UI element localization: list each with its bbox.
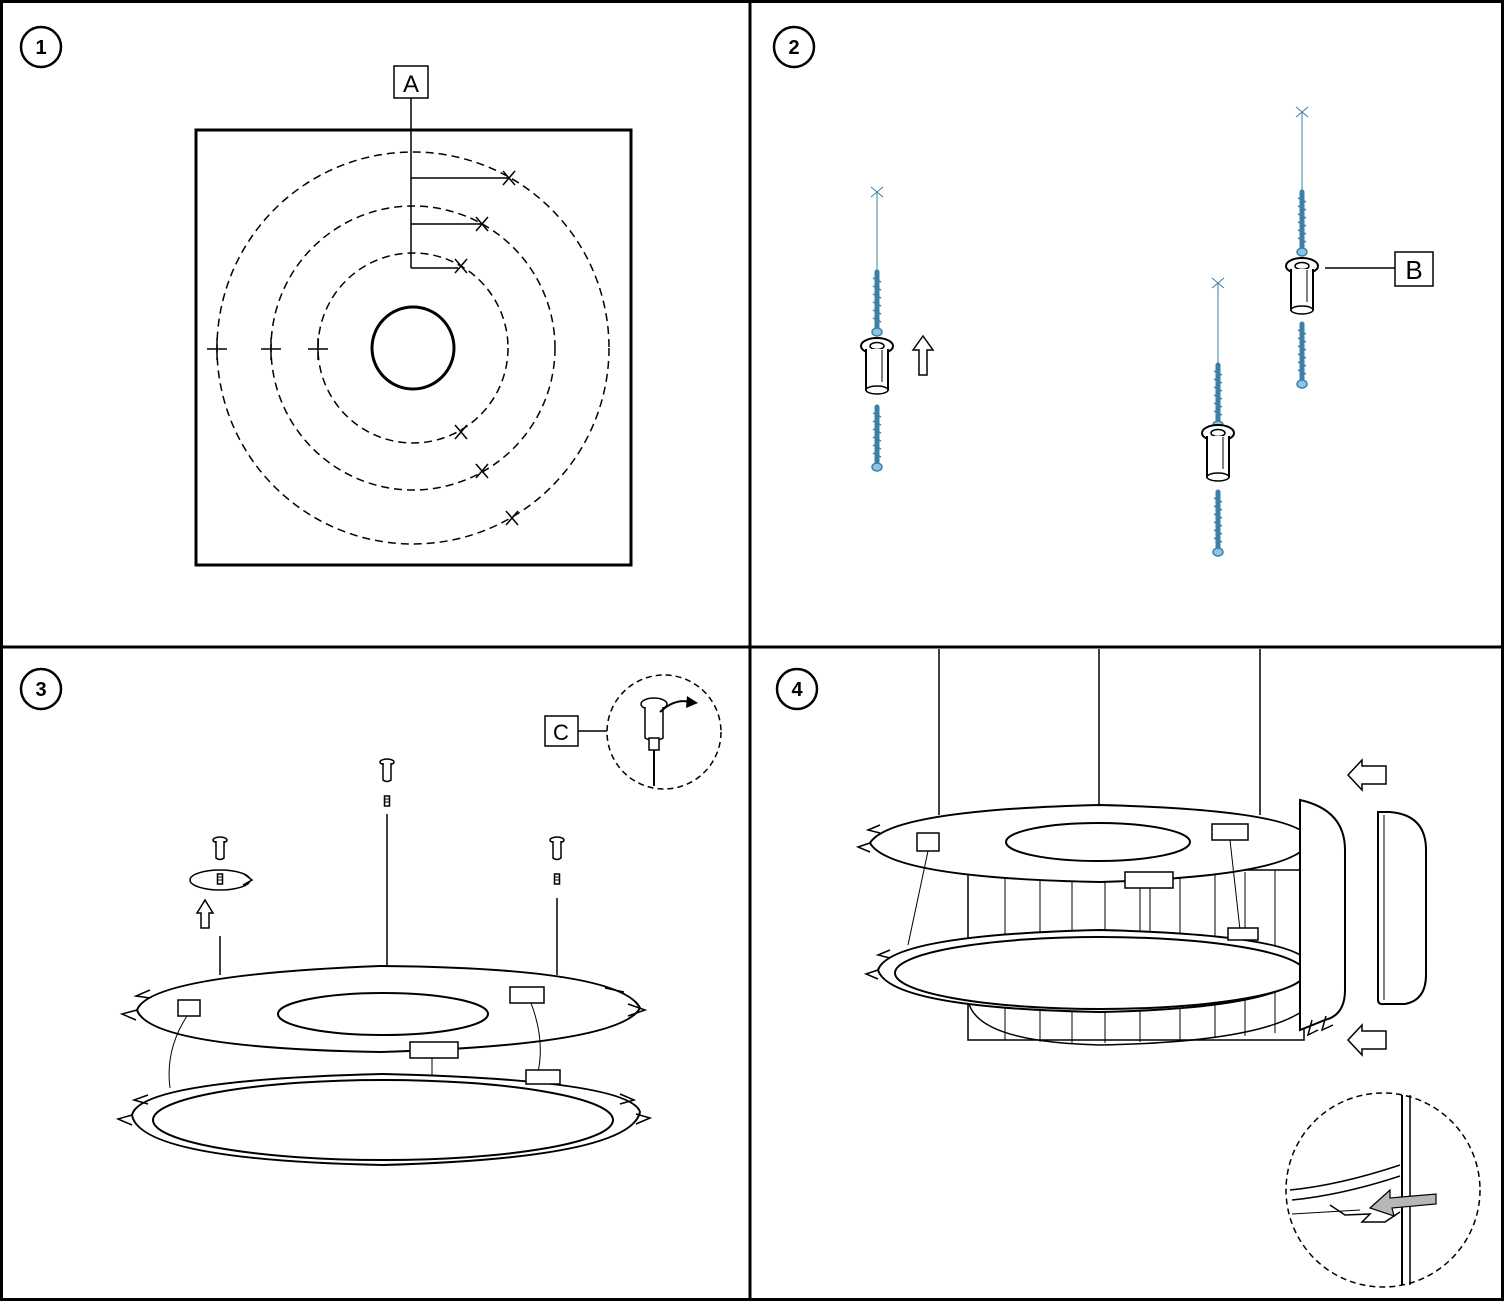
step-3-badge: 3 xyxy=(19,667,63,711)
ceiling-pins xyxy=(189,758,565,929)
up-arrow-icon xyxy=(195,898,215,929)
suspension-wires-3 xyxy=(219,814,558,975)
panel-1: 1 A xyxy=(19,25,633,567)
fixing-set-middle xyxy=(1201,277,1235,556)
lower-diffuser-ring xyxy=(115,1069,653,1167)
center-hole xyxy=(370,305,456,391)
screw-icon xyxy=(1297,192,1307,256)
callout-c: C xyxy=(544,715,612,747)
screw-icon xyxy=(1297,324,1307,388)
step-2-number: 2 xyxy=(788,37,799,59)
wall-plug-icon xyxy=(1285,257,1319,315)
lower-ring-4 xyxy=(863,927,1312,1014)
fixing-pin-icon xyxy=(379,758,395,807)
screw-icon xyxy=(1213,492,1223,556)
fixing-set-left xyxy=(860,186,935,471)
callout-a: A xyxy=(393,65,429,99)
left-arrow-icon xyxy=(1346,758,1387,792)
step-3-number: 3 xyxy=(35,679,46,701)
arrow-right-icon xyxy=(686,696,698,708)
detail-circle-clip xyxy=(1285,1092,1481,1288)
step-4-badge: 4 xyxy=(775,667,819,711)
end-cap-attached xyxy=(1299,798,1346,1037)
screw-icon xyxy=(872,407,882,471)
wall-plug-icon xyxy=(860,337,894,395)
fixing-pin-icon xyxy=(212,836,228,885)
panel-3: 3 C xyxy=(19,667,722,1167)
insert-arrow-icon xyxy=(1368,1188,1437,1217)
upper-plate-4 xyxy=(855,803,1314,946)
end-cap-loose xyxy=(1377,811,1427,1006)
screw-icon xyxy=(872,272,882,336)
wall-plug-icon xyxy=(1201,424,1235,482)
callout-a-label: A xyxy=(403,71,419,98)
callout-b-label: B xyxy=(1405,255,1422,285)
step-1-badge: 1 xyxy=(19,25,63,69)
step-4-number: 4 xyxy=(791,679,803,701)
screw-icon xyxy=(1213,365,1223,429)
suspension-wires-4 xyxy=(938,649,1261,815)
panel-4: 4 xyxy=(775,649,1481,1288)
detail-circle-cable xyxy=(606,674,722,790)
panel-2: 2 B xyxy=(772,25,1434,556)
drill-circles xyxy=(216,151,610,545)
up-arrow-icon xyxy=(911,334,935,376)
drill-marks xyxy=(207,170,519,526)
fixing-set-right xyxy=(1285,106,1319,388)
callout-b: B xyxy=(1325,251,1434,287)
step-1-number: 1 xyxy=(35,37,46,59)
callout-c-label: C xyxy=(553,720,569,745)
ceiling-template-sheet xyxy=(194,128,633,567)
upper-mounting-plate xyxy=(119,964,648,1089)
left-arrow-icon xyxy=(1346,1023,1387,1057)
step-2-badge: 2 xyxy=(772,25,816,69)
leader-lines-a xyxy=(410,98,508,269)
fixing-pin-icon xyxy=(549,836,565,885)
rotate-arrow-icon xyxy=(189,869,254,891)
